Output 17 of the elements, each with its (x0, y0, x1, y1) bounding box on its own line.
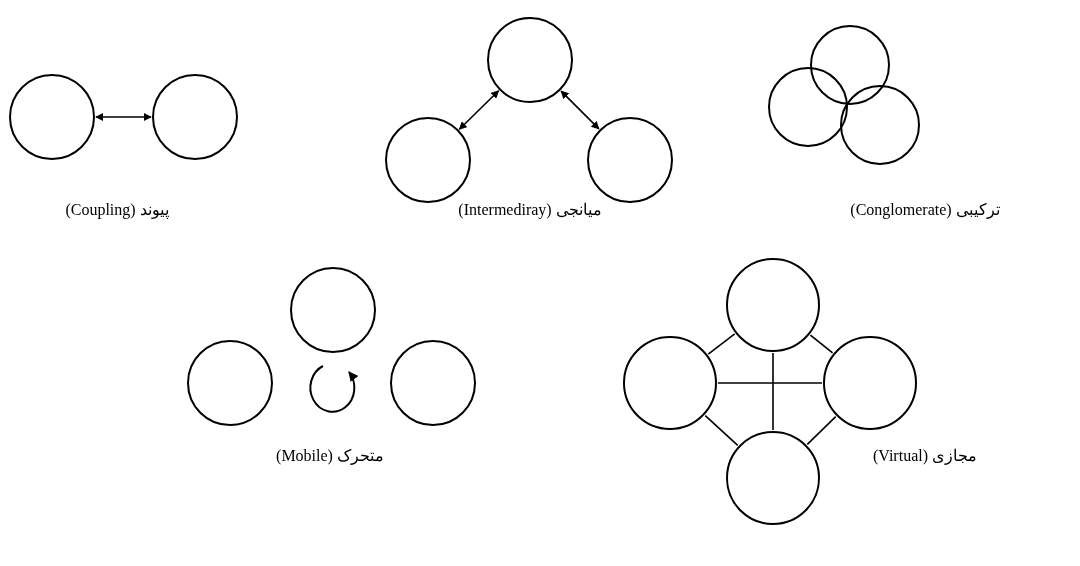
circle (810, 25, 890, 105)
caption: متحرک (Mobile) (276, 446, 384, 465)
connector-line (717, 382, 823, 384)
arrow (560, 90, 600, 130)
arrow (95, 113, 152, 121)
connector-line (707, 333, 736, 355)
caption: پیوند (Coupling) (65, 200, 169, 219)
caption: مجازی (Virtual) (873, 446, 977, 465)
circle (840, 85, 920, 165)
caption: میانجی (Intermediray) (458, 200, 602, 219)
arrow (458, 90, 500, 130)
connector-line (704, 414, 739, 447)
caption: ترکیبی (Conglomerate) (850, 200, 1000, 219)
connector-line (809, 334, 834, 354)
connector-line (806, 415, 837, 446)
circle (768, 67, 848, 147)
connector-line (772, 352, 774, 431)
